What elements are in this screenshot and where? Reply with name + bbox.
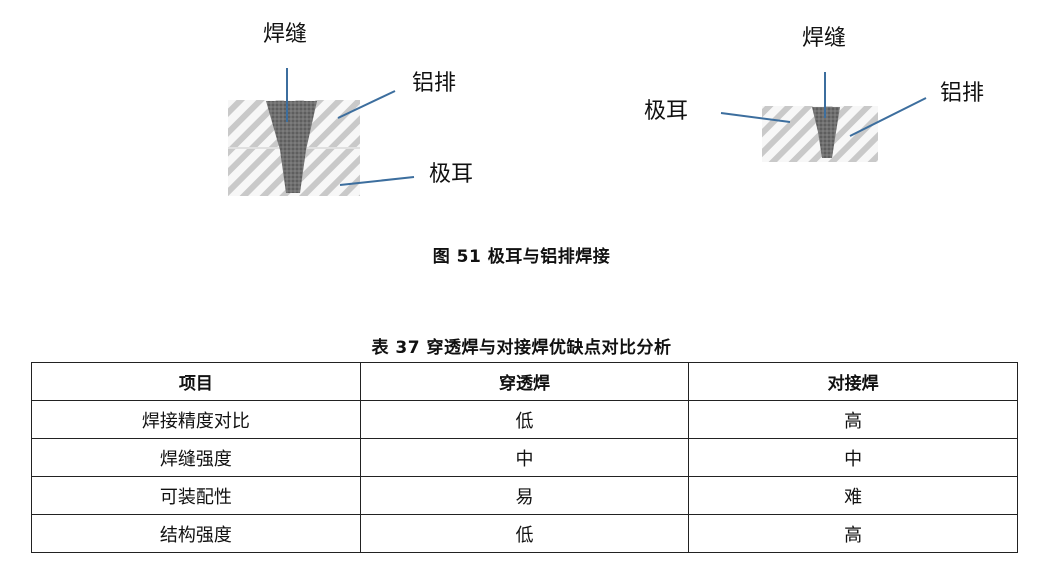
right-tab-leader [720, 112, 791, 123]
right-weld-label: 焊缝 [802, 26, 847, 51]
row-butt-value: 中 [688, 438, 1018, 477]
figure-caption: 图 51 极耳与铝排焊接 [432, 247, 611, 267]
weld-figure [228, 68, 927, 196]
table-row: 结构强度 低 高 [31, 514, 1018, 553]
row-item: 结构强度 [31, 514, 361, 553]
left-busbar-label: 铝排 [412, 71, 457, 96]
table-header-row: 项目 穿透焊 对接焊 [31, 362, 1018, 401]
row-item: 焊缝强度 [31, 438, 361, 477]
table-row: 焊接精度对比 低 高 [31, 400, 1018, 439]
left-weld-bead [266, 101, 317, 193]
right-tab-label: 极耳 [644, 99, 689, 124]
header-penetration-weld: 穿透焊 [359, 362, 690, 401]
table-caption: 表 37 穿透焊与对接焊优缺点对比分析 [371, 338, 672, 358]
row-penetration-value: 中 [359, 438, 690, 477]
right-weld-diagram [720, 72, 927, 162]
row-item: 可装配性 [31, 476, 361, 515]
left-weld-diagram [228, 68, 415, 196]
left-weld-label: 焊缝 [263, 22, 308, 47]
header-butt-weld: 对接焊 [688, 362, 1018, 401]
row-penetration-value: 易 [359, 476, 690, 515]
left-tab-leader [339, 176, 415, 186]
right-weld-bead [812, 107, 840, 158]
comparison-table: 项目 穿透焊 对接焊 焊接精度对比 低 高 焊缝强度 中 中 可装配性 易 难 … [31, 362, 1018, 553]
right-busbar-label: 铝排 [940, 81, 985, 106]
header-item: 项目 [31, 362, 361, 401]
row-butt-value: 难 [688, 476, 1018, 515]
table-row: 焊缝强度 中 中 [31, 438, 1018, 477]
table-row: 可装配性 易 难 [31, 476, 1018, 515]
left-tab-label: 极耳 [429, 162, 474, 187]
row-penetration-value: 低 [359, 514, 690, 553]
left-busbar-leader [337, 90, 396, 119]
right-busbar-leader [849, 97, 927, 137]
row-penetration-value: 低 [359, 400, 690, 439]
row-butt-value: 高 [688, 400, 1018, 439]
row-item: 焊接精度对比 [31, 400, 361, 439]
row-butt-value: 高 [688, 514, 1018, 553]
